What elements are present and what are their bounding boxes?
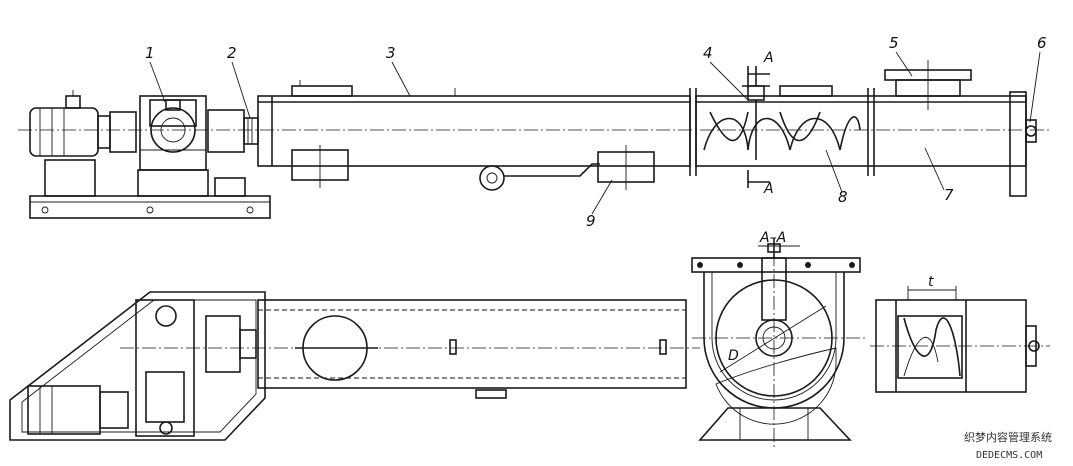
drive-base-frame bbox=[29, 159, 271, 219]
section-cut-marks: A A bbox=[747, 50, 774, 197]
diameter-label: D bbox=[728, 348, 739, 364]
callout-7: 7 bbox=[944, 186, 954, 204]
gear-reducer bbox=[139, 95, 207, 171]
cut-letter-bottom: A bbox=[763, 181, 774, 197]
watermark-line1: 织梦内容管理系统 bbox=[964, 430, 1052, 444]
pitch-label: t bbox=[928, 274, 934, 290]
callout-8: 8 bbox=[838, 188, 848, 206]
screw-blades bbox=[703, 100, 861, 160]
hanger-bearing bbox=[742, 66, 770, 101]
section-title: A–A bbox=[759, 230, 786, 246]
electric-motor bbox=[29, 90, 137, 157]
coupling bbox=[207, 109, 259, 153]
callout-6: 6 bbox=[1037, 34, 1047, 52]
callout-2: 2 bbox=[227, 44, 237, 62]
elevation-view: A A 1 2 3 4 5 bbox=[18, 34, 1050, 230]
callout-5: 5 bbox=[889, 34, 899, 52]
pitch-detail-view: t bbox=[870, 274, 1050, 393]
callout-1: 1 bbox=[145, 44, 155, 62]
cut-letter-top: A bbox=[763, 50, 774, 66]
watermark: 织梦内容管理系统 DEDECMS.COM bbox=[964, 430, 1052, 461]
section-a-a: A–A D bbox=[691, 230, 866, 450]
callout-4: 4 bbox=[703, 44, 713, 62]
end-bearing bbox=[1009, 91, 1037, 197]
watermark-line2: DEDECMS.COM bbox=[976, 450, 1042, 461]
inlet-hopper bbox=[884, 60, 972, 110]
trough-casing bbox=[257, 80, 1027, 176]
trough-supports bbox=[291, 145, 655, 191]
plan-view bbox=[9, 291, 700, 441]
callout-numbers: 1 2 3 4 5 6 7 8 9 bbox=[145, 34, 1047, 230]
callout-9: 9 bbox=[586, 212, 596, 230]
callout-3: 3 bbox=[386, 44, 396, 62]
